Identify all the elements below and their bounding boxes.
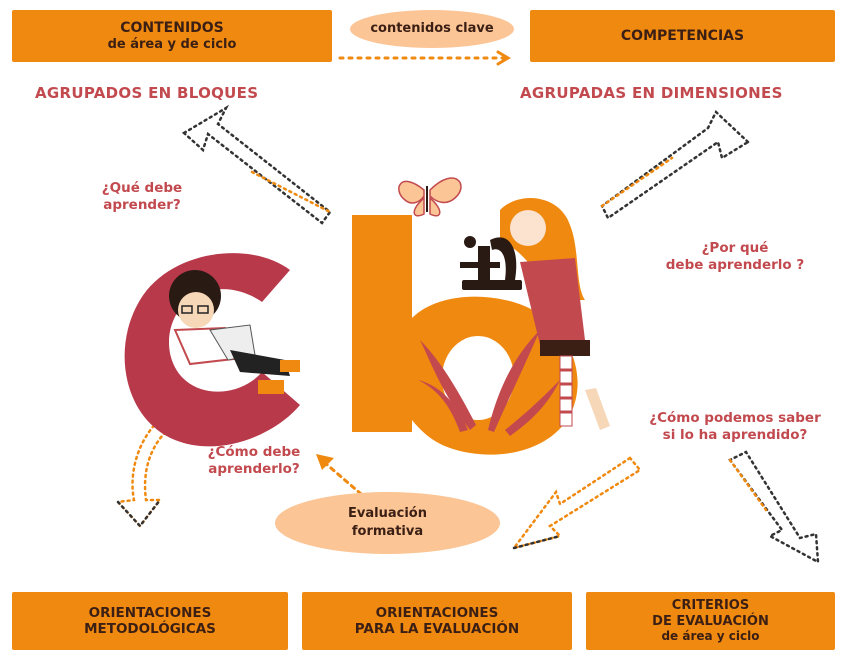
question-que-debe-aprender: ¿Qué debe aprender? — [82, 180, 202, 214]
criterios-line3: de área y ciclo — [661, 629, 760, 644]
question-como-podemos-line2: si lo ha aprendido? — [662, 426, 808, 443]
evaluacion-line1: Evaluación — [348, 506, 427, 522]
evaluacion-line2: formativa — [351, 524, 424, 539]
plant-icon — [418, 330, 560, 436]
question-por-que: ¿Por qué debe aprenderlo ? — [650, 240, 820, 274]
contenidos-title: CONTENIDOS — [120, 19, 224, 36]
orientaciones-evaluacion-box: ORIENTACIONES PARA LA EVALUACIÓN — [302, 592, 572, 650]
letter-c-shape — [124, 253, 300, 447]
criterios-line2: DE EVALUACIÓN — [652, 613, 769, 629]
lower-left-dotted-arrow — [115, 408, 182, 528]
boy-figure — [169, 270, 300, 394]
contenidos-subtitle: de área y de ciclo — [107, 36, 237, 52]
girl-figure — [500, 198, 610, 430]
lower-right-dotted-arrow — [728, 450, 820, 565]
question-como-line2: aprenderlo? — [208, 460, 300, 477]
question-que-line1: ¿Qué debe — [101, 180, 183, 196]
question-como-podemos-line1: ¿Cómo podemos saber — [649, 410, 821, 426]
orientaciones-metodologicas-line1: ORIENTACIONES — [88, 604, 212, 621]
microscope-icon — [460, 236, 522, 290]
heading-dimensiones: AGRUPADAS EN DIMENSIONES — [520, 84, 783, 102]
heading-bloques: AGRUPADOS EN BLOQUES — [35, 84, 259, 102]
question-por-que-line1: ¿Por qué — [701, 240, 769, 256]
question-que-line2: aprender? — [103, 196, 181, 213]
orientaciones-evaluacion-line2: PARA LA EVALUACIÓN — [354, 621, 520, 637]
contenidos-box: CONTENIDOS de área y de ciclo — [12, 10, 332, 62]
question-como-debe: ¿Cómo debe aprenderlo? — [194, 444, 314, 478]
competencias-title: COMPETENCIAS — [620, 27, 745, 44]
contenidos-clave-label: contenidos clave — [370, 21, 494, 37]
orientaciones-metodologicas-box: ORIENTACIONES METODOLÓGICAS — [12, 592, 288, 650]
criterios-line1: CRITERIOS — [671, 598, 750, 614]
question-por-que-line2: debe aprenderlo ? — [665, 256, 805, 273]
lower-center-dotted-arrow — [510, 456, 642, 551]
question-como-podemos-saber: ¿Cómo podemos saber si lo ha aprendido? — [630, 410, 840, 444]
evaluacion-formativa-pill: Evaluación formativa — [275, 492, 500, 554]
competencias-box: COMPETENCIAS — [530, 10, 835, 62]
butterfly-icon — [398, 177, 462, 217]
orientaciones-metodologicas-line2: METODOLÓGICAS — [84, 621, 216, 637]
contenidos-clave-pill: contenidos clave — [350, 10, 514, 48]
criterios-evaluacion-box: CRITERIOS DE EVALUACIÓN de área y ciclo — [586, 592, 835, 650]
upper-right-dotted-arrow — [600, 109, 751, 220]
orientaciones-evaluacion-line1: ORIENTACIONES — [375, 604, 499, 621]
question-como-line1: ¿Cómo debe — [207, 444, 301, 460]
upper-left-dotted-arrow — [181, 104, 332, 225]
top-dotted-arrow — [338, 50, 511, 66]
